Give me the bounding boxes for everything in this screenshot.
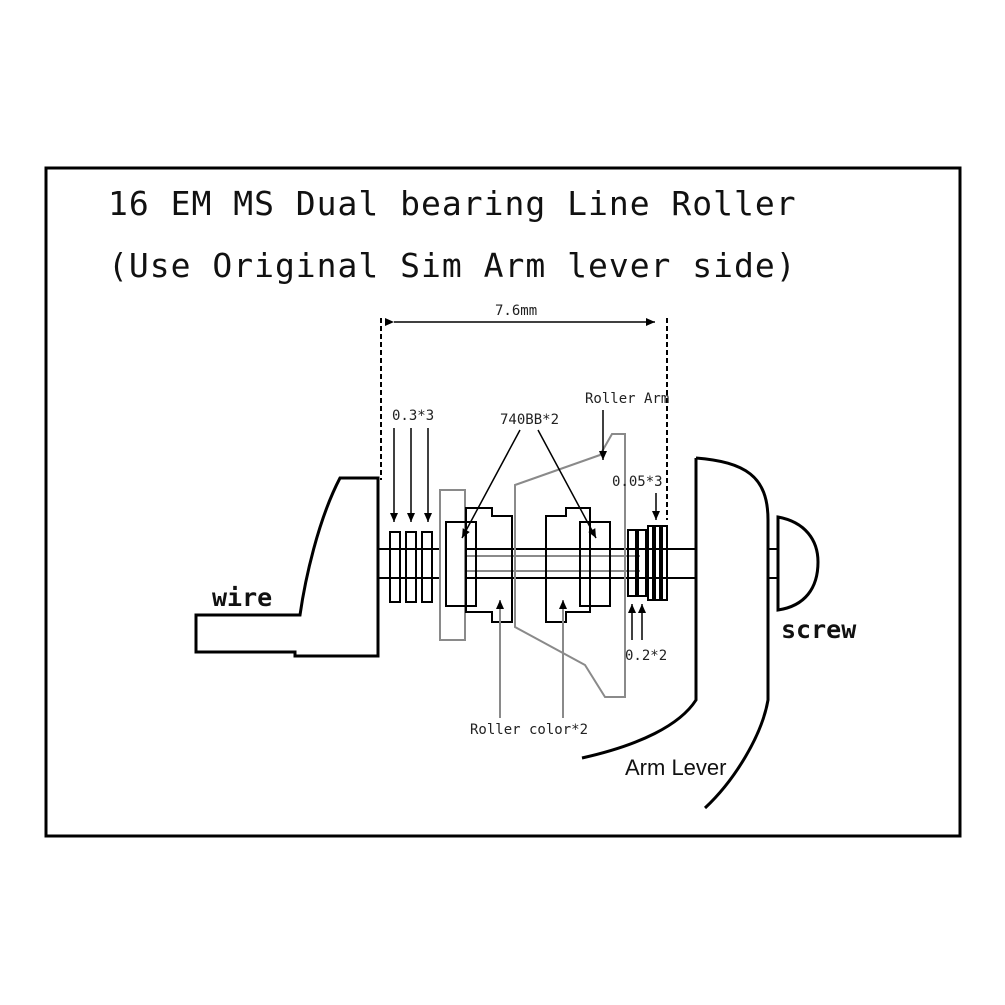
washer-0.2-label: 0.2*2 xyxy=(625,648,667,664)
diagram-title: 16 EM MS Dual bearing Line Roller xyxy=(108,184,797,223)
washers-0.3 xyxy=(389,531,433,603)
screw xyxy=(768,515,820,612)
washers-0.2 xyxy=(627,529,647,597)
diagram-subtitle: (Use Original Sim Arm lever side) xyxy=(108,246,797,285)
diagram-frame xyxy=(44,166,962,838)
arm-lever-inner xyxy=(581,458,698,760)
arm-lever-label: Arm Lever xyxy=(625,755,726,780)
bearing-arrow-left xyxy=(461,429,521,539)
washer-0.3-arrows xyxy=(390,428,432,522)
washers-0.05 xyxy=(647,525,668,601)
screw-label: screw xyxy=(781,615,857,644)
roller-arm xyxy=(514,433,626,698)
wire-label: wire xyxy=(212,583,272,612)
dimension-line xyxy=(380,318,668,520)
arm-lever xyxy=(695,456,770,810)
roller-arm-label: Roller Arm xyxy=(585,391,669,407)
bearing-right xyxy=(545,507,611,623)
bearing-arrow-right xyxy=(537,429,597,539)
dimension-label: 7.6mm xyxy=(495,303,537,319)
wire-bracket xyxy=(194,476,380,658)
roller-left xyxy=(439,489,466,641)
washer-0.05-label: 0.05*3 xyxy=(612,474,663,490)
roller-color-label: Roller color*2 xyxy=(470,722,588,738)
washer-0.3-label: 0.3*3 xyxy=(392,408,434,424)
bearing-left xyxy=(445,507,513,623)
bearing-label: 740BB*2 xyxy=(500,412,559,428)
